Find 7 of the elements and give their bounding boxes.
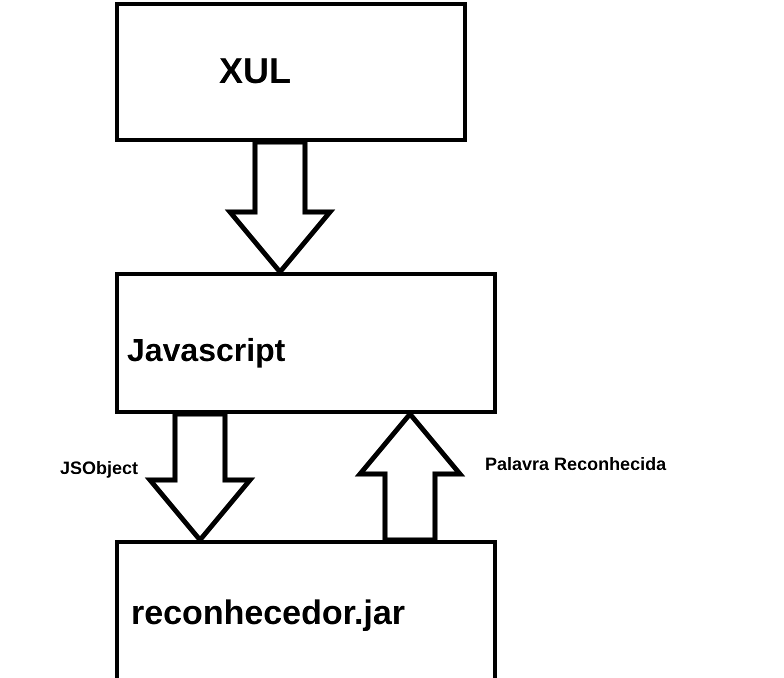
edge-label: JSObject — [60, 458, 138, 479]
process-box — [115, 272, 497, 414]
box-label: XUL — [219, 50, 291, 92]
box-label: reconhecedor.jar — [131, 594, 406, 633]
box-label: Javascript — [127, 332, 286, 369]
process-box — [115, 2, 467, 142]
process-box — [115, 540, 497, 678]
